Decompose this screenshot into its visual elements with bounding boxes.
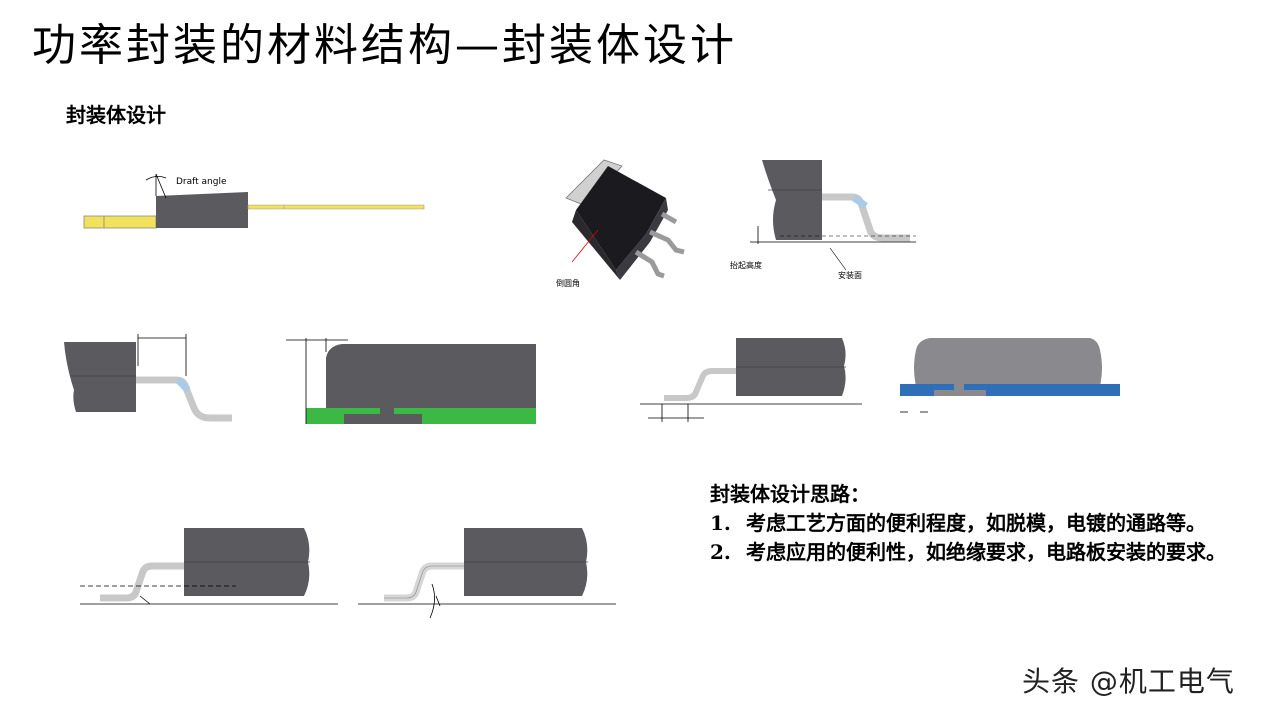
slide-title: 功率封装的材料结构—封装体设计 bbox=[32, 20, 737, 71]
list-item-text: 考虑工艺方面的便利程度，如脱模，电镀的通路等。 bbox=[746, 511, 1206, 535]
list-item: 2. 考虑应用的便利性，如绝缘要求，电路板安装的要求。 bbox=[710, 538, 1250, 567]
watermark: 头条 @机工电气 bbox=[1022, 665, 1235, 698]
lead-clearance-figure bbox=[64, 334, 232, 422]
list-item: 1. 考虑工艺方面的便利程度，如脱模，电镀的通路等。 bbox=[710, 509, 1250, 538]
chamfer-label: 倒圆角 bbox=[556, 278, 580, 288]
list-item-text: 考虑应用的便利性，如绝缘要求，电路板安装的要求。 bbox=[746, 540, 1226, 564]
notes-heading: 封装体设计思路： bbox=[710, 482, 870, 506]
design-notes: 封装体设计思路： 1. 考虑工艺方面的便利程度，如脱模，电镀的通路等。 2. 考… bbox=[710, 480, 1250, 567]
list-item-number: 1. bbox=[710, 511, 731, 535]
draft-angle-label: Draft angle bbox=[176, 177, 227, 187]
lead-dimension-figure bbox=[640, 338, 862, 422]
draft-angle-figure: Draft angle bbox=[83, 173, 425, 229]
mount-plane-label: 安装面 bbox=[838, 270, 862, 280]
lead-form-figure-a bbox=[80, 528, 338, 605]
standoff-label: 抬起高度 bbox=[730, 260, 762, 270]
notes-list: 1. 考虑工艺方面的便利程度，如脱模，电镀的通路等。 2. 考虑应用的便利性，如… bbox=[710, 509, 1250, 567]
section-subtitle: 封装体设计 bbox=[66, 103, 166, 127]
standoff-figure: 抬起高度 安装面 bbox=[730, 160, 916, 280]
blue-pcb-figure bbox=[900, 338, 1120, 413]
list-item-number: 2. bbox=[710, 540, 731, 564]
green-pcb-figure bbox=[286, 338, 536, 424]
package-3d-figure: 倒圆角 bbox=[556, 159, 685, 288]
lead-form-figure-b bbox=[358, 528, 616, 619]
